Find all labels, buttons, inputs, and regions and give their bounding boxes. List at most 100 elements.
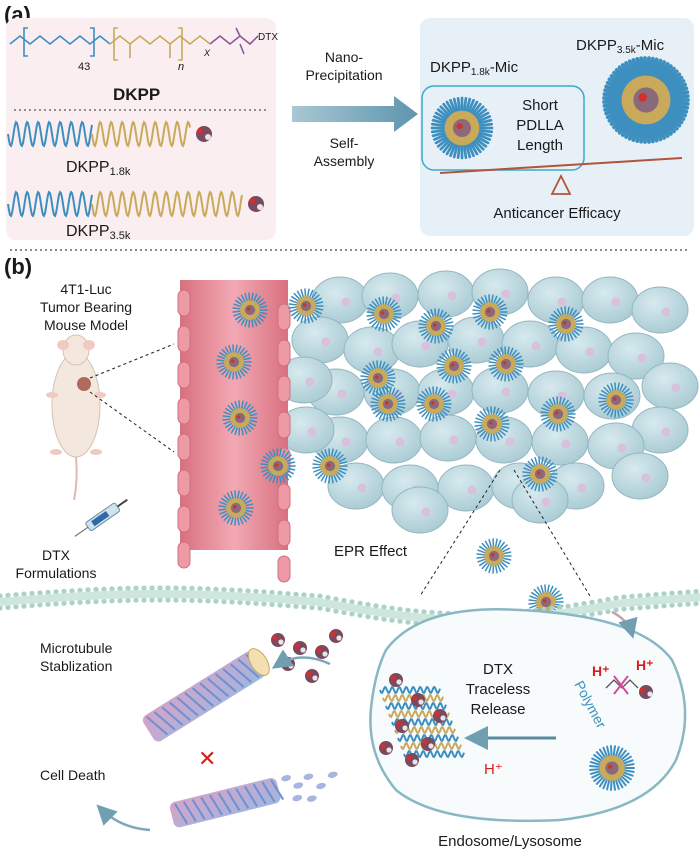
- micelle-icon: [416, 386, 452, 422]
- micelle-dkpp-1.8k: [430, 96, 494, 160]
- death-arrow: [96, 804, 151, 832]
- syringe-icon: [74, 498, 128, 537]
- micelle-icon: [476, 538, 512, 574]
- zoom-line-right: [513, 469, 591, 597]
- zoom-line-bottom: [89, 391, 175, 453]
- zoom-line-top: [89, 343, 175, 379]
- tumor-cell: [365, 416, 423, 464]
- formulation-line-1: DTX: [42, 547, 71, 563]
- tumor-cell: [607, 332, 665, 380]
- drug-molecule-icon: [293, 641, 307, 655]
- drug-molecule-icon: [315, 645, 329, 659]
- mic-2-label: DKPP3.5k-Mic: [576, 37, 665, 56]
- free-dtx-molecules: [271, 629, 343, 683]
- micelle-icon: [540, 396, 576, 432]
- polymer-structure-box: [6, 18, 276, 240]
- micelle-icon: [360, 360, 396, 396]
- tumor-icon: [77, 377, 91, 391]
- drug-tag: DTX: [258, 32, 278, 43]
- tumor-cell: [311, 276, 369, 324]
- tumor-cell: [291, 316, 349, 364]
- tumor-cell: [631, 286, 689, 334]
- cell-death-label: Cell Death: [40, 767, 105, 783]
- linker-tag: X: [203, 48, 211, 58]
- proton-label-2: H⁺: [636, 657, 654, 673]
- balance-fulcrum: [550, 173, 572, 195]
- micelle-icon: [472, 294, 508, 330]
- micelle-icon: [312, 448, 348, 484]
- dkpp-chemical-structure: [9, 27, 259, 61]
- micelle-icon: [436, 348, 472, 384]
- micelle-icon: [522, 456, 558, 492]
- micelle-icon: [474, 406, 510, 442]
- process-label-bottom-2: Assembly: [314, 153, 375, 169]
- micelle-icon: [232, 292, 268, 328]
- micelle-icon: [602, 56, 690, 144]
- micelle-icon: [589, 745, 635, 791]
- released-polymer-stack: [379, 673, 465, 767]
- dkpp-3.5k-polymer-chain: [7, 190, 264, 218]
- proton-label-3: H⁺: [484, 761, 503, 778]
- micelle-dkpp-3.5k: [602, 56, 690, 144]
- process-arrow: [292, 96, 418, 132]
- micelle-icon: [418, 308, 454, 344]
- pdlla-repeat-subscript: n: [178, 61, 184, 73]
- process-label-top-1: Nano-: [325, 49, 363, 65]
- polymer-name: DKPP: [113, 85, 160, 104]
- microtubule-line-1: Microtubule: [40, 640, 113, 656]
- micelle-icon: [488, 346, 524, 382]
- drug-molecule-icon: [405, 753, 419, 767]
- depolymerizing-microtubule: [169, 771, 338, 828]
- micelle-icon: [222, 400, 258, 436]
- micelle-icon: [288, 288, 324, 324]
- mouse-illustration: [46, 334, 106, 501]
- micelles-in-tissue: [216, 288, 634, 620]
- short-line-1: Short: [522, 97, 559, 114]
- drug-molecule-icon: [379, 741, 393, 755]
- micelle-icon: [548, 306, 584, 342]
- tumor-cell: [611, 452, 669, 500]
- tumor-cell: [631, 406, 689, 454]
- model-line-3: Mouse Model: [44, 317, 128, 333]
- tumor-cell: [391, 486, 449, 534]
- tumor-cell: [641, 362, 699, 410]
- panel-b-label: (b): [4, 254, 32, 279]
- zoom-line-left: [419, 469, 501, 597]
- micelle-in-endosome: [589, 745, 635, 791]
- compartment-label: Endosome/Lysosome: [438, 833, 582, 850]
- drug-molecule-icon: [196, 126, 212, 142]
- model-line-1: 4T1-Luc: [60, 281, 111, 297]
- drug-molecule-icon: [329, 629, 343, 643]
- drug-molecule-icon: [271, 633, 285, 647]
- drug-molecule-icon: [421, 737, 435, 751]
- drug-molecule-icon: [433, 709, 447, 723]
- mic-1-label: DKPP1.8k-Mic: [430, 59, 519, 78]
- micelle-icon: [598, 382, 634, 418]
- epr-label: EPR Effect: [334, 543, 408, 560]
- variant-1-label: DKPP1.8k: [66, 159, 131, 178]
- drug-molecule-icon: [248, 196, 264, 212]
- blood-vessel: [177, 280, 291, 583]
- tumor-cell: [555, 326, 613, 374]
- short-line-3: Length: [517, 137, 563, 154]
- micelle-icon: [370, 386, 406, 422]
- model-line-2: Tumor Bearing: [40, 299, 132, 315]
- tumor-cell: [417, 270, 475, 318]
- process-label-bottom-1: Self-: [330, 135, 359, 151]
- short-line-2: PDLLA: [516, 117, 564, 134]
- dkpp-1.8k-polymer-chain: [7, 120, 212, 148]
- formulation-line-2: Formulations: [16, 565, 97, 581]
- micelle-icon: [218, 490, 254, 526]
- drug-molecule-icon: [389, 673, 403, 687]
- drug-molecule-icon: [305, 669, 319, 683]
- efficacy-label: Anticancer Efficacy: [493, 205, 621, 222]
- micelle-icon: [260, 448, 296, 484]
- variant-2-label: DKPP3.5k: [66, 223, 131, 242]
- process-label-top-2: Precipitation: [305, 67, 382, 83]
- micelle-icon: [216, 344, 252, 380]
- microtubule-line-2: Stablization: [40, 658, 112, 674]
- stabilized-microtubule: [142, 648, 270, 742]
- release-line-3: Release: [470, 701, 525, 718]
